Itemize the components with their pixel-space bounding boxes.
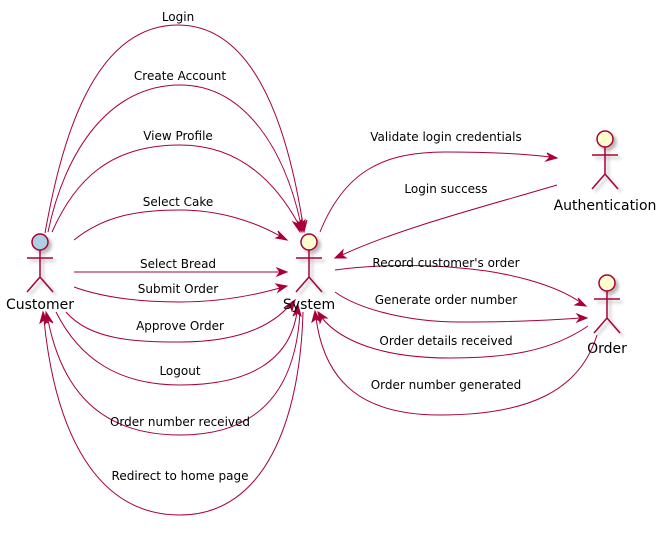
arrowhead-select-cake (274, 230, 289, 241)
actor-customer[interactable] (26, 233, 54, 293)
edge-label-generate-number: Generate order number (375, 293, 518, 307)
edge-approve-order (65, 304, 291, 343)
edge-label-view-profile: View Profile (143, 129, 213, 143)
actor-customer-label: Customer (6, 297, 74, 313)
arrowhead-view-profile (291, 217, 303, 234)
arrowhead-record-order (573, 297, 588, 307)
actor-system-label: System (283, 297, 335, 313)
edge-submit-order (73, 286, 281, 303)
edge-label-approve-order: Approve Order (136, 319, 224, 333)
arrowhead-order-details-received (317, 310, 329, 325)
actor-order[interactable] (593, 274, 621, 334)
actor-system[interactable] (295, 233, 323, 293)
edge-validate-login (319, 151, 551, 233)
edge-order-details-received (321, 317, 589, 359)
edge-view-profile (51, 144, 300, 233)
actor-order-head (598, 274, 616, 292)
edge-label-redirect-home: Redirect to home page (112, 469, 249, 483)
edge-label-order-number-received: Order number received (110, 415, 250, 429)
arrowhead-validate-login (544, 152, 559, 162)
actor-system-body (295, 250, 323, 293)
actor-order-label: Order (587, 341, 627, 357)
edge-label-login-success: Login success (404, 182, 487, 196)
arrowhead-order-number-generated (311, 309, 322, 324)
edge-label-validate-login: Validate login credentials (370, 130, 521, 144)
edge-order-number-generated (315, 317, 598, 416)
edge-label-order-details-received: Order details received (379, 334, 512, 348)
edge-login (44, 24, 304, 234)
arrowhead-submit-order (274, 283, 289, 294)
edge-order-number-received (47, 311, 301, 436)
actor-authentication[interactable] (591, 130, 619, 190)
edge-label-order-number-generated: Order number generated (371, 378, 522, 392)
actor-authentication-label: Authentication (554, 198, 657, 214)
edge-label-logout: Logout (159, 364, 200, 378)
edge-redirect-home (43, 311, 304, 516)
edge-select-cake (73, 209, 281, 241)
actor-customer-head (31, 233, 49, 251)
arrowhead-generate-number (575, 312, 589, 324)
edge-label-create-account: Create Account (134, 69, 226, 83)
edge-label-login: Login (162, 10, 194, 24)
edge-label-select-bread: Select Bread (140, 257, 216, 271)
edge-login-success (341, 184, 558, 256)
edge-generate-number (334, 291, 581, 323)
actor-order-body (593, 291, 621, 334)
actor-customer-body (26, 250, 54, 293)
edge-logout (55, 311, 298, 386)
arrowhead-redirect-home (39, 310, 49, 325)
edge-record-order (334, 265, 581, 303)
edge-create-account (47, 84, 302, 233)
arrowhead-approve-order (284, 298, 296, 313)
arrowhead-login-success (333, 248, 348, 259)
arrowhead-select-bread (275, 266, 289, 278)
edge-label-select-cake: Select Cake (143, 195, 213, 209)
edge-label-submit-order: Submit Order (138, 282, 219, 296)
edge-label-record-order: Record customer's order (372, 256, 519, 270)
actor-authentication-head (596, 130, 614, 148)
actor-system-head (300, 233, 318, 251)
actor-authentication-body (591, 147, 619, 190)
